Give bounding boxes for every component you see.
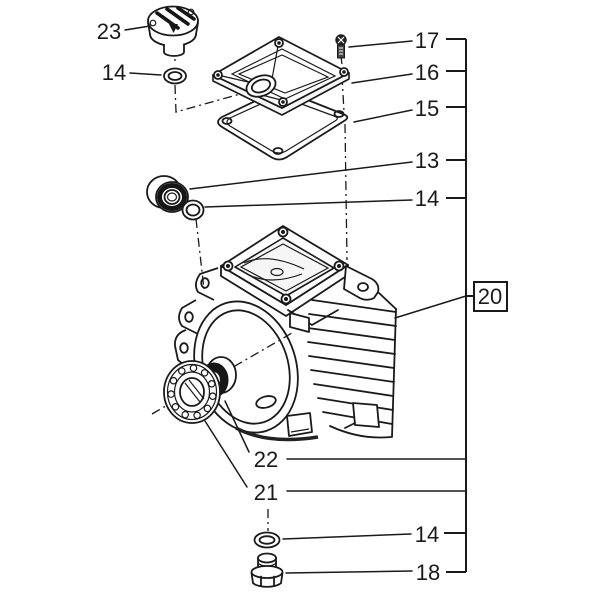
callout-18: 18 — [416, 560, 440, 585]
leader-13 — [189, 161, 413, 190]
callout-23: 23 — [97, 19, 121, 44]
cap-to-boss-axis — [174, 84, 252, 113]
leader-15 — [353, 109, 413, 123]
left-ears — [174, 267, 219, 367]
plug-top — [257, 552, 277, 564]
cavity-hole — [270, 267, 284, 277]
callout-lines — [124, 25, 508, 574]
ball-bearing-part-21 — [163, 360, 221, 424]
cover-gasket-part-15 — [217, 89, 349, 161]
leader-21-diagonal — [204, 420, 248, 488]
seal-axis — [195, 218, 205, 290]
callout-22: 22 — [254, 447, 278, 472]
bore-face-slot — [255, 395, 277, 409]
leader-23 — [124, 25, 151, 31]
drain-plug-part-18 — [250, 552, 284, 588]
leader-14-mid — [204, 199, 413, 208]
o-ring-part-14-top — [163, 67, 187, 85]
leader-16 — [351, 73, 413, 84]
filler-hole — [250, 78, 272, 94]
cover-corner-screw-holes — [213, 38, 349, 107]
fin-block-right-edge — [391, 308, 397, 438]
cover-plate-part-16 — [212, 36, 350, 116]
leader-22-diagonal — [224, 400, 250, 453]
right-foot — [352, 402, 380, 428]
callout-14-top: 14 — [102, 60, 126, 85]
filler-cap-part-23 — [147, 5, 199, 57]
bearing-balls — [167, 364, 217, 420]
cap-stem — [163, 44, 185, 57]
right-ear-hole — [357, 282, 369, 292]
cap-vent-mark — [169, 24, 178, 33]
plug-flange — [250, 565, 284, 579]
crankcase-housing-part-20 — [174, 225, 397, 442]
callout-box-20 — [473, 281, 508, 312]
leader-14-bottom — [282, 533, 412, 540]
callout-16: 16 — [415, 60, 439, 85]
front-foot — [286, 412, 313, 437]
plug-hex-facets — [250, 572, 284, 587]
leader-20 — [394, 295, 467, 319]
callout-14-mid: 14 — [415, 186, 439, 211]
leader-14-top — [129, 72, 162, 76]
callout-20: 20 — [478, 284, 502, 309]
leader-18 — [285, 570, 413, 574]
bottom-edge — [235, 426, 319, 442]
o-ring-part-14-mid — [181, 199, 205, 221]
rim-corner-bosses — [222, 226, 345, 305]
leader-17 — [348, 40, 413, 48]
o-ring-part-14-bottom — [253, 531, 281, 549]
callout-17: 17 — [415, 28, 439, 53]
callout-14-bottom: 14 — [415, 522, 439, 547]
callout-21: 21 — [254, 480, 278, 505]
round-seal-part-13 — [146, 175, 189, 213]
callout-15: 15 — [415, 96, 439, 121]
callout-labels: 23 14 17 16 15 13 14 20 22 21 14 18 — [97, 19, 502, 585]
pan-head-screw-part-17 — [335, 34, 347, 59]
seal-dark-band — [157, 183, 187, 211]
callout-13: 13 — [415, 148, 439, 173]
